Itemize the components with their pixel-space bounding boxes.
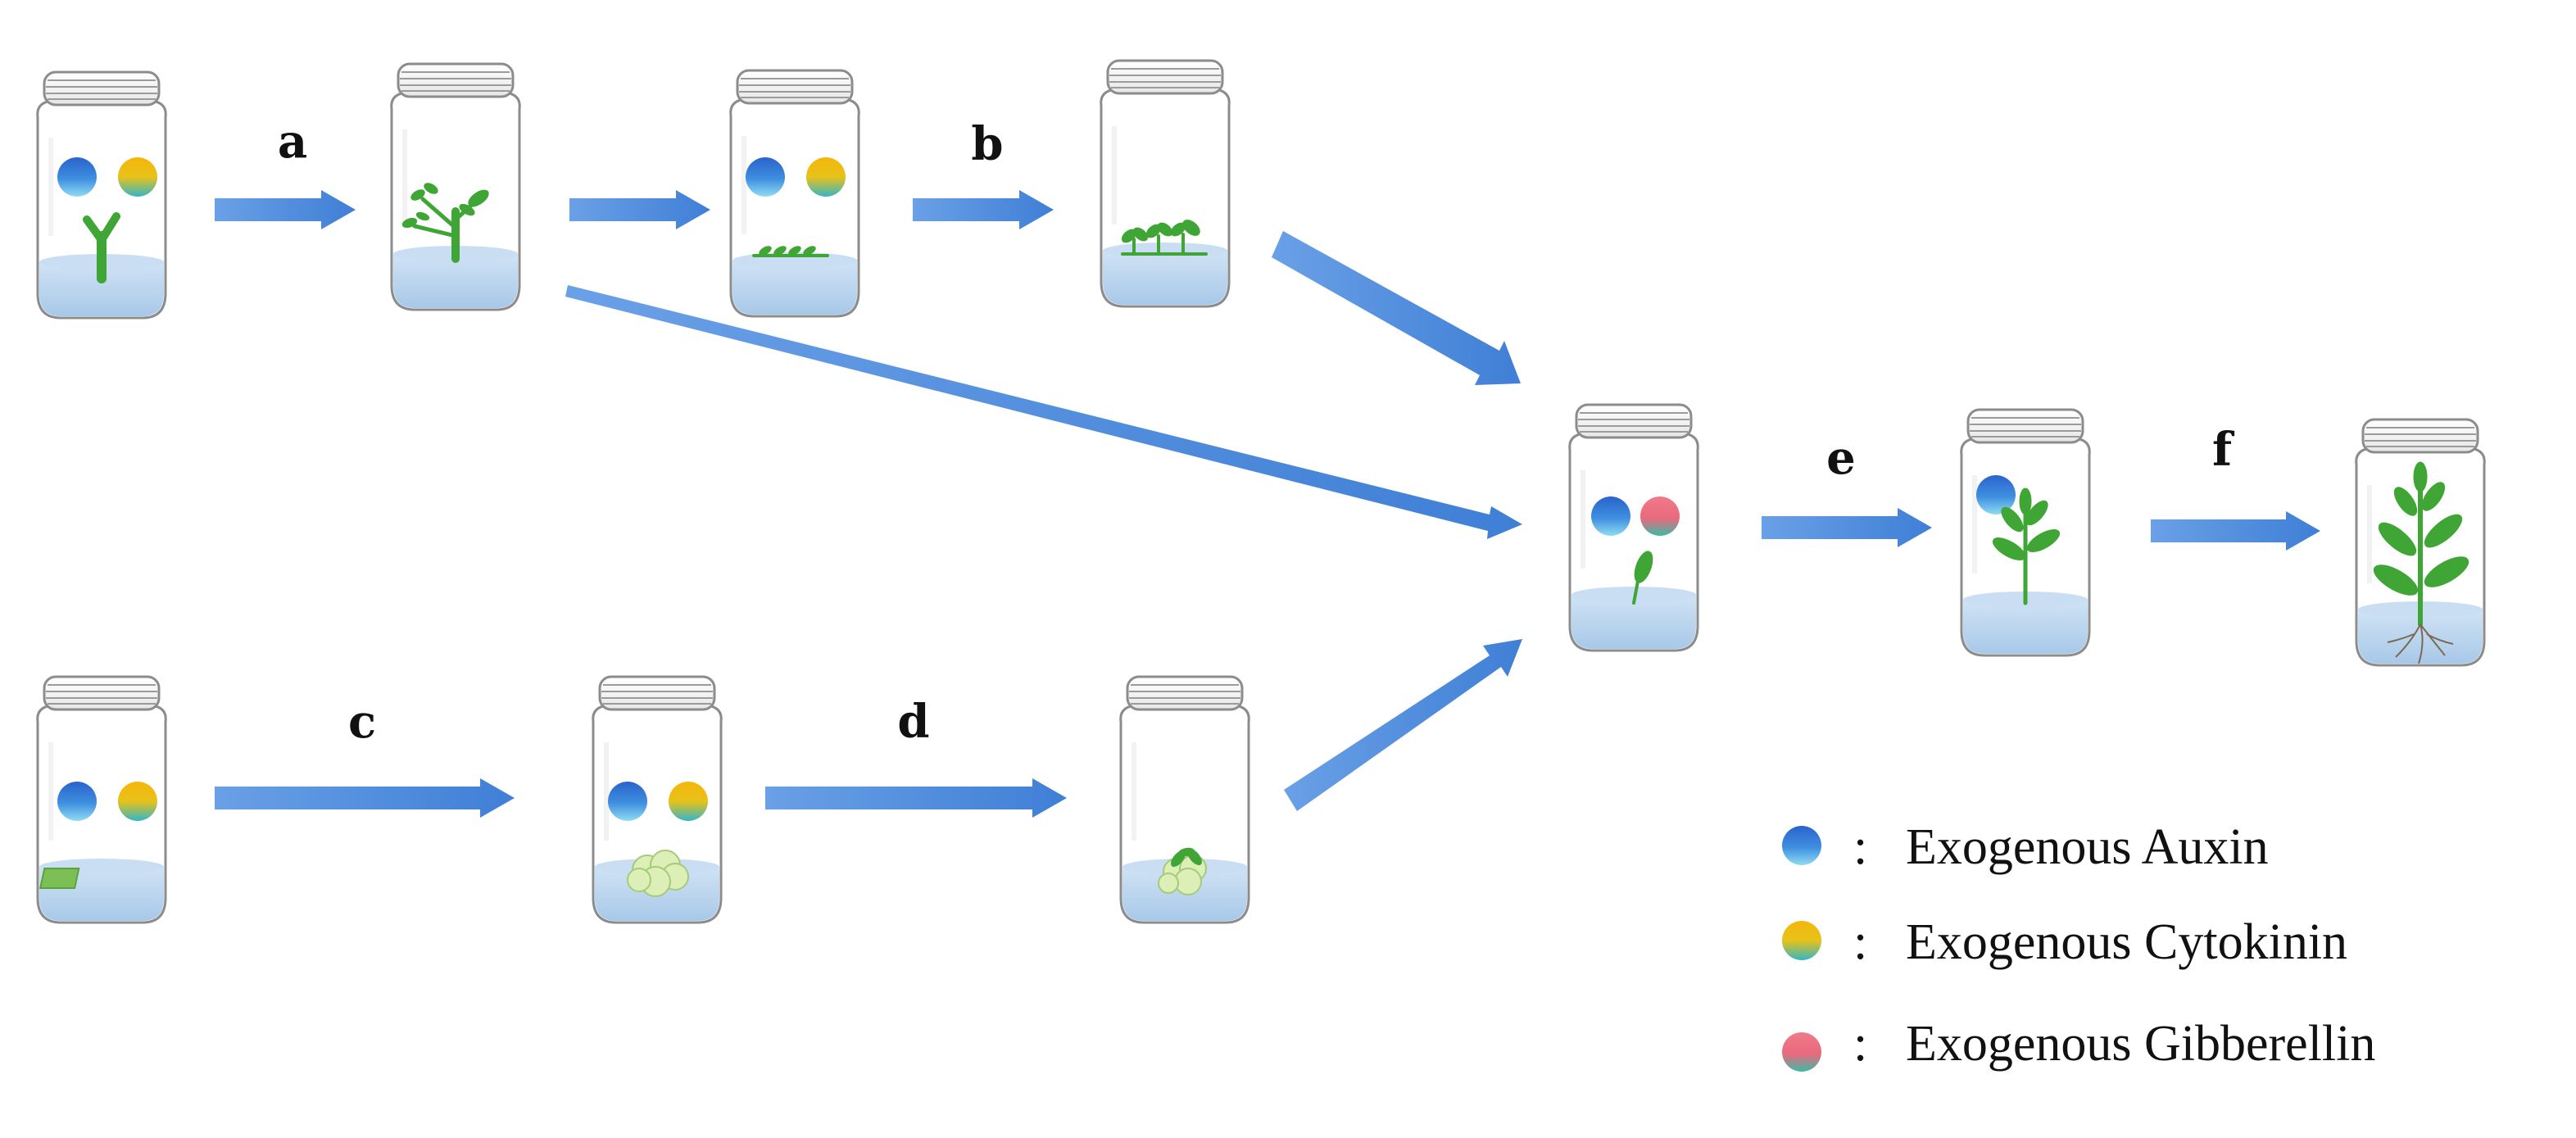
auxin-dot (57, 782, 97, 821)
arrow-c (215, 778, 515, 818)
cytokinin-dot (118, 782, 157, 821)
arrow-f (2151, 511, 2320, 551)
cytokinin-dot (806, 157, 846, 197)
auxin-dot (57, 157, 97, 197)
arrows (215, 190, 2320, 818)
explant-stem (83, 212, 120, 283)
cytokinin-dot (118, 157, 157, 197)
jar-leaf-explant (38, 677, 166, 923)
auxin-dot (1976, 475, 2016, 515)
nodal-segments (752, 246, 829, 257)
shoot-cluster (401, 183, 489, 263)
multiple-shoots (1121, 220, 1208, 256)
callus-with-buds (1158, 847, 1207, 895)
legend-colon: : (1853, 914, 1867, 970)
cytokinin-dot (669, 782, 708, 821)
step-label-d: d (897, 695, 929, 749)
step-label-f: f (2212, 423, 2235, 477)
legend-item-gibberellin: : Exogenous Gibberellin (1782, 1016, 2375, 1072)
legend-label-auxin: Exogenous Auxin (1906, 819, 2269, 875)
auxin-dot (1591, 496, 1630, 536)
jar-callus (593, 677, 722, 923)
rooted-plant (2373, 461, 2469, 627)
auxin-dot (608, 782, 647, 821)
legend-item-auxin: : Exogenous Auxin (1782, 819, 2269, 875)
arrow-d-to-center (1284, 639, 1522, 811)
legend-colon: : (1853, 1016, 1867, 1072)
step-label-b: b (971, 117, 1003, 171)
jar-callus-shoot-buds (1121, 677, 1249, 923)
gibberellin-legend-dot (1782, 1032, 1821, 1072)
jar-elongation (1570, 405, 1698, 651)
jar-multiple-shoots (1101, 61, 1230, 306)
single-shoot (1632, 551, 1653, 605)
step-label-e: e (1826, 431, 1856, 485)
jar-nodal-segments (731, 70, 859, 316)
jar-shoot-cluster (392, 64, 520, 310)
arrow-a-to-center (565, 285, 1522, 539)
legend: : Exogenous Auxin : Exogenous Cytokinin … (1782, 819, 2375, 1072)
roots (2387, 623, 2454, 664)
legend-label-gibberellin: Exogenous Gibberellin (1906, 1016, 2375, 1072)
jar-explant (38, 72, 166, 318)
auxin-dot (746, 157, 785, 197)
auxin-legend-dot (1782, 826, 1821, 865)
gibberellin-dot (1640, 496, 1680, 536)
jar-rooting (1961, 410, 2090, 655)
legend-label-cytokinin: Exogenous Cytokinin (1906, 914, 2347, 970)
arrow-e (1762, 508, 1932, 547)
legend-item-cytokinin: : Exogenous Cytokinin (1782, 914, 2347, 970)
arrow-d (765, 778, 1067, 818)
cytokinin-legend-dot (1782, 921, 1821, 960)
jar-rooted-plantlet (2356, 419, 2485, 665)
leaf-disc (39, 868, 80, 889)
step-label-c: c (348, 695, 376, 749)
arrow-b (913, 190, 1054, 229)
plantlet (1992, 487, 2061, 605)
callus (627, 850, 689, 897)
arrow-b-to-center (1272, 231, 1521, 385)
step-label-a: a (278, 115, 307, 169)
arrow-to-jar3 (569, 190, 710, 229)
legend-colon: : (1853, 819, 1867, 875)
arrow-a (215, 190, 356, 229)
